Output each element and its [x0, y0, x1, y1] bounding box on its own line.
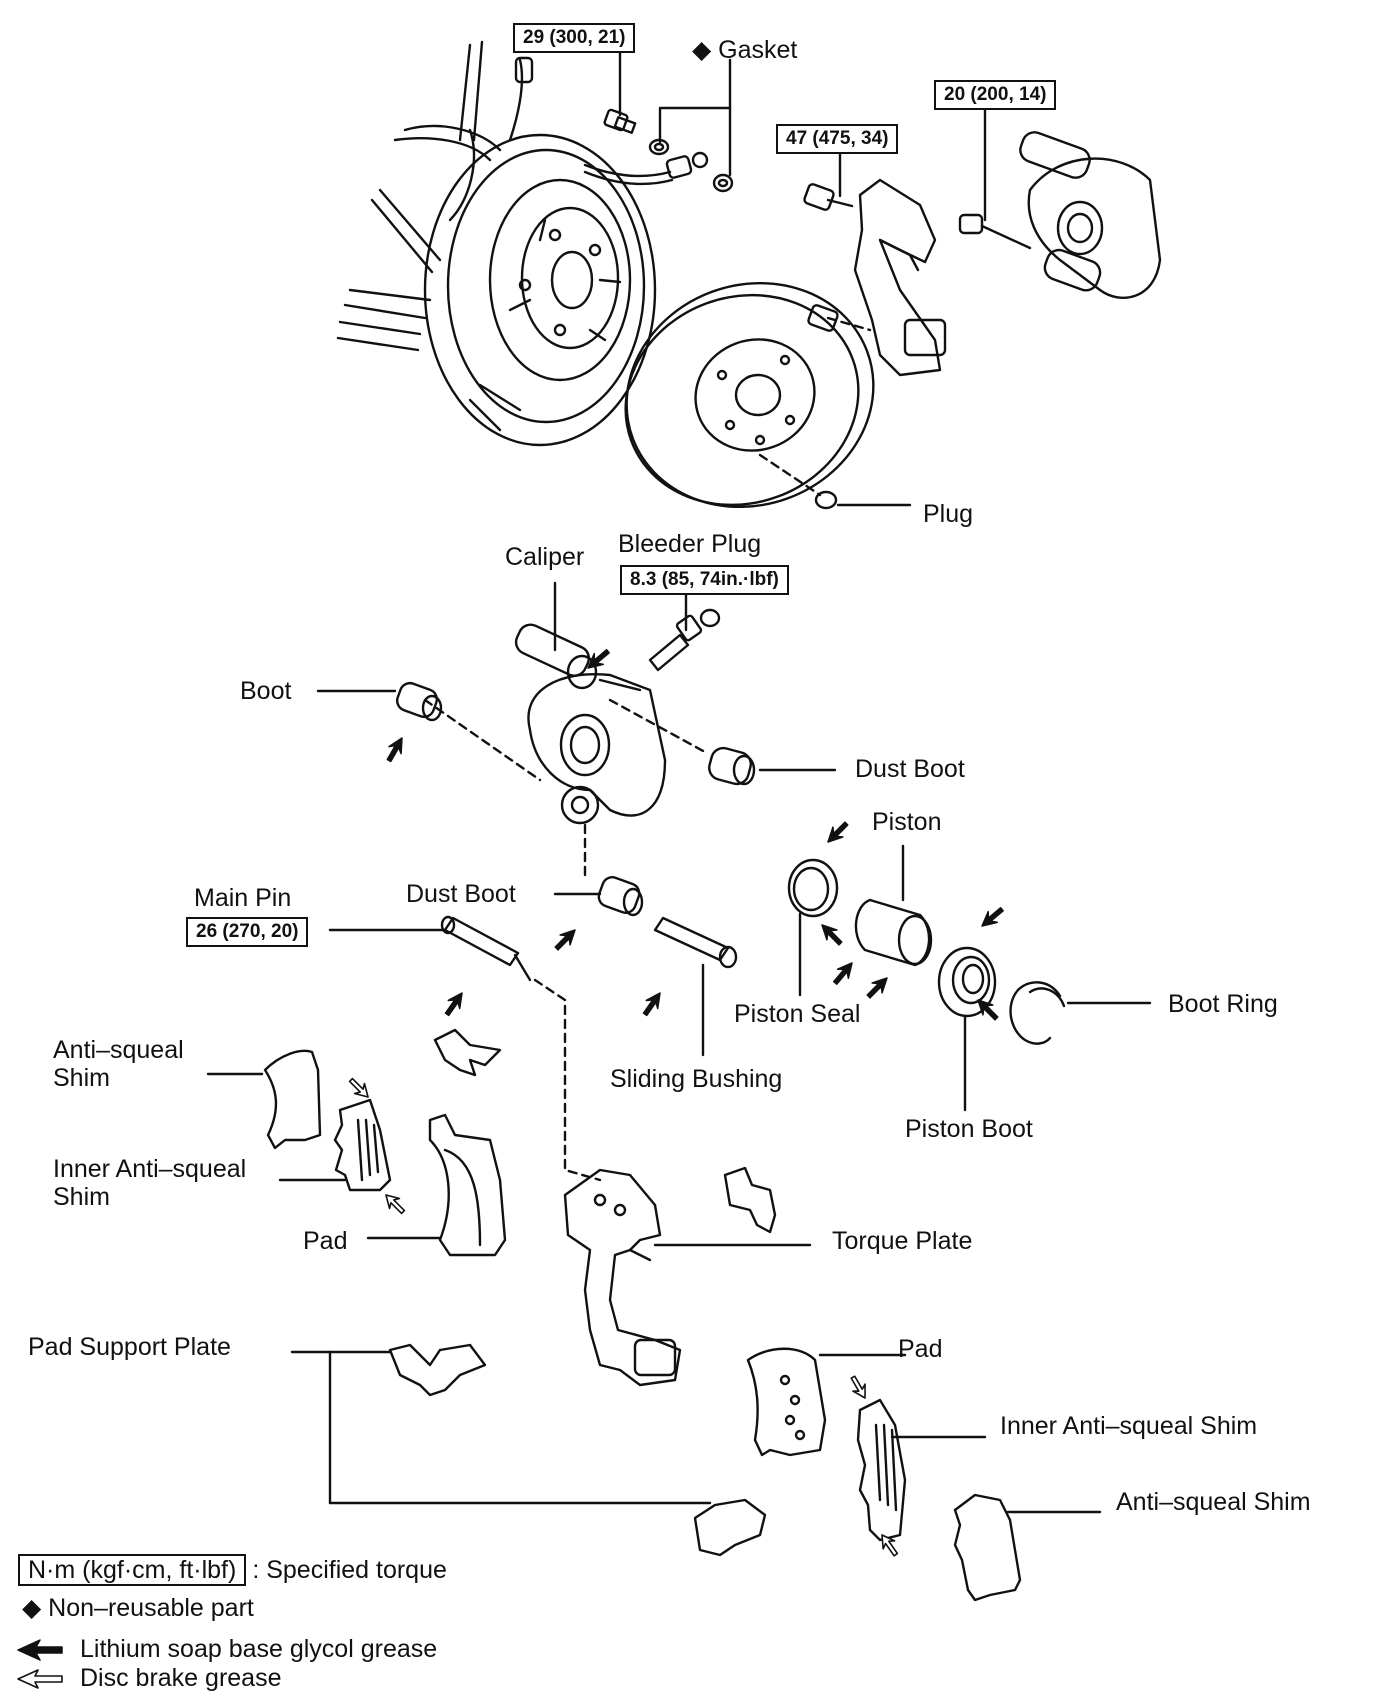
inner-anti-squeal-shim-left [278, 1098, 392, 1192]
label-inner-anti-squeal-shim-left: Inner Anti–squeal Shim [53, 1155, 247, 1211]
label-piston-seal: Piston Seal [734, 1000, 861, 1028]
piston-seal [787, 858, 839, 997]
sliding-bushing [653, 916, 738, 1057]
piston [854, 844, 933, 967]
inner-anti-squeal-shim-right [856, 1398, 987, 1542]
label-bleeder-plug: Bleeder Plug [618, 530, 762, 558]
gaskets [648, 58, 734, 193]
legend-non-reusable: ◆ Non–reusable part [22, 1594, 254, 1622]
legend-torque-box: N·m (kgf·cm, ft·lbf) [18, 1554, 247, 1586]
label-pad-left: Pad [303, 1227, 348, 1255]
legend-specified-torque: N·m (kgf·cm, ft·lbf): Specified torque [18, 1554, 447, 1586]
legend-disc-brake-grease: Disc brake grease [80, 1664, 282, 1692]
label-pad-support-plate: Pad Support Plate [28, 1333, 231, 1361]
pad-support-plate-upper-right [723, 1166, 777, 1234]
caliper-upper [958, 100, 1162, 299]
label-anti-squeal-shim-left: Anti–squeal Shim [53, 1036, 184, 1092]
label-plug: Plug [923, 500, 974, 528]
label-sliding-bushing: Sliding Bushing [610, 1065, 783, 1093]
union-bolt [603, 50, 637, 134]
label-caliper: Caliper [505, 543, 585, 571]
label-dust-boot-center: Dust Boot [406, 880, 516, 908]
caliper-main [423, 581, 707, 882]
boot-left [316, 681, 443, 722]
label-inner-anti-squeal-shim-right: Inner Anti–squeal Shim [1000, 1412, 1258, 1440]
label-anti-squeal-shim-right: Anti–squeal Shim [1116, 1488, 1311, 1516]
piston-boot [937, 946, 997, 1112]
torque-spec-caliper-bolt: 20 (200, 14) [934, 80, 1057, 110]
anti-squeal-shim-right [953, 1493, 1102, 1602]
label-boot-ring: Boot Ring [1168, 990, 1278, 1018]
pad-left [366, 1113, 507, 1257]
label-gasket: ◆ Gasket [692, 36, 798, 64]
legend-arrow-icons [17, 1639, 63, 1689]
label-torque-plate: Torque Plate [832, 1227, 973, 1255]
label-piston-boot: Piston Boot [905, 1115, 1033, 1143]
torque-spec-torque-plate-bolt: 47 (475, 34) [776, 124, 899, 154]
disc-rotor [624, 281, 912, 510]
hub-assembly [336, 40, 657, 447]
label-piston: Piston [872, 808, 942, 836]
label-boot: Boot [240, 677, 292, 705]
boot-ring [1009, 981, 1152, 1045]
torque-plate-upper [803, 150, 947, 377]
label-pad-right: Pad [898, 1335, 943, 1363]
brake-hose [583, 151, 709, 186]
dust-boot-right [708, 746, 837, 786]
label-main-pin: Main Pin [194, 884, 292, 912]
anti-squeal-shim-left [206, 1049, 322, 1150]
label-dust-boot-right: Dust Boot [855, 755, 965, 783]
torque-spec-union-bolt: 29 (300, 21) [513, 23, 636, 53]
torque-spec-bleeder-plug: 8.3 (85, 74in.·lbf) [620, 565, 789, 595]
disc-brake-grease-markers [344, 1073, 903, 1560]
pad-support-plate-top [433, 1028, 502, 1077]
torque-spec-main-pin: 26 (270, 20) [186, 917, 309, 947]
main-pin [328, 915, 602, 1182]
legend-lithium-grease: Lithium soap base glycol grease [80, 1635, 438, 1663]
legend-torque-text: : Specified torque [252, 1556, 447, 1584]
bleeder-plug [648, 590, 721, 672]
dust-boot-center [553, 876, 644, 917]
pad-support-plate-lower [290, 1343, 767, 1557]
pad-right [746, 1347, 907, 1457]
torque-plate-lower [563, 1168, 812, 1387]
